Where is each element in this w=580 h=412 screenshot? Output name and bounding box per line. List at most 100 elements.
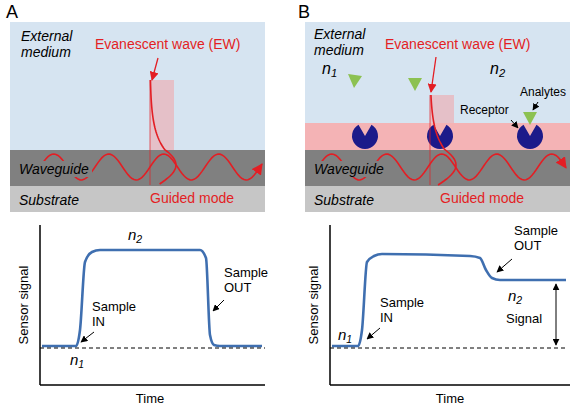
y-axis xyxy=(39,225,41,385)
index-symbol: n xyxy=(508,287,516,304)
evanescent-shading xyxy=(150,80,174,150)
layer-band-fill xyxy=(305,150,570,186)
index-subscript: 1 xyxy=(331,67,337,79)
layer-band-fill xyxy=(10,150,265,186)
index-subscript: 2 xyxy=(499,67,505,79)
refractive-index: n1 xyxy=(322,60,337,78)
leader-arrow xyxy=(497,259,512,272)
refractive-index: n2 xyxy=(128,226,142,243)
layer-name: Substrate xyxy=(311,192,377,208)
layer-name: External medium xyxy=(18,28,98,60)
text-label: B xyxy=(298,2,310,23)
index-subscript: 2 xyxy=(516,294,522,306)
label-holder: Evanescent wave (EW) xyxy=(95,36,241,52)
text-label: Guided mode xyxy=(150,190,234,206)
leader-arrow xyxy=(511,120,518,128)
index-subscript: 1 xyxy=(78,358,84,370)
label-holder: Guided mode xyxy=(440,190,524,206)
x-axis xyxy=(330,384,570,386)
y-axis xyxy=(329,225,331,385)
layer-band-fill xyxy=(10,22,265,150)
text-label: Evanescent wave (EW) xyxy=(95,36,241,52)
leader-arrow xyxy=(367,328,380,339)
text-label: Sensor signal xyxy=(307,266,322,345)
analyte-symbol xyxy=(348,74,362,88)
analyte-symbol xyxy=(408,78,422,91)
label-holder: n1 xyxy=(338,326,352,343)
sensor-signal-curve xyxy=(42,250,262,346)
label-holder: Sample OUT xyxy=(224,266,274,296)
layer-bands xyxy=(10,22,570,212)
text-label: Signal xyxy=(506,312,542,327)
text-label: Time xyxy=(436,392,464,407)
index-symbol: n xyxy=(70,351,78,368)
leader-arrow xyxy=(81,332,94,342)
leader-arrow xyxy=(431,57,436,92)
label-holder: Time xyxy=(436,392,464,407)
layer-name: Waveguide xyxy=(311,161,387,177)
text-label: Sample OUT xyxy=(224,266,274,296)
index-symbol: n xyxy=(322,60,331,77)
leader-arrow xyxy=(152,58,158,80)
receptor-symbol xyxy=(517,125,543,149)
index-subscript: 1 xyxy=(346,333,352,345)
layer-name: Substrate xyxy=(16,192,82,208)
sensor-signal-curve xyxy=(332,254,566,346)
layer-name: Waveguide xyxy=(16,161,92,177)
label-holder: Sensor signal xyxy=(17,266,32,345)
layer-band: Waveguide xyxy=(305,150,570,186)
text-label: Guided mode xyxy=(440,190,524,206)
text-label: Sample IN xyxy=(92,300,142,330)
label-holder: Sample OUT xyxy=(514,224,569,254)
label-holder: A xyxy=(6,2,18,23)
label-holder: n1 xyxy=(70,351,84,368)
label-holder: Sensor signal xyxy=(307,266,322,345)
index-symbol: n xyxy=(338,326,346,343)
signal-double-arrow xyxy=(556,284,557,345)
label-holder: Receptor xyxy=(460,104,509,118)
label-holder: Sample IN xyxy=(380,296,430,326)
label-holder: Sample IN xyxy=(92,300,142,330)
text-label: Analytes xyxy=(520,86,566,100)
text-label: Sample IN xyxy=(380,296,430,326)
text-label: Sample OUT xyxy=(514,224,569,254)
label-holder: Analytes xyxy=(520,86,566,100)
refractive-index: n1 xyxy=(70,351,84,368)
refractive-index: n1 xyxy=(338,326,352,343)
layer-name: External medium xyxy=(311,26,391,58)
receptor-symbol xyxy=(352,125,378,149)
receptor-symbol xyxy=(427,125,453,149)
label-holder: Signal xyxy=(506,312,542,327)
layer-band: Substrate xyxy=(305,186,570,212)
label-holder: n2 xyxy=(128,226,142,243)
analyte-symbol xyxy=(523,112,537,125)
label-holder: B xyxy=(298,2,310,23)
text-label: Sensor signal xyxy=(17,266,32,345)
layer-band-fill xyxy=(10,186,265,212)
refractive-index: n2 xyxy=(508,287,522,304)
label-holder: n1 xyxy=(322,60,337,78)
index-subscript: 2 xyxy=(136,233,142,245)
text-label: Time xyxy=(136,392,164,407)
curves xyxy=(40,80,566,346)
label-holder: n2 xyxy=(490,60,505,78)
leader-arrow xyxy=(213,300,224,311)
text-label: A xyxy=(6,2,18,23)
index-symbol: n xyxy=(128,226,136,243)
label-holder: Time xyxy=(136,392,164,407)
x-axis xyxy=(40,384,265,386)
label-holder: Evanescent wave (EW) xyxy=(385,36,531,52)
index-symbol: n xyxy=(490,60,499,77)
label-holder: Guided mode xyxy=(150,190,234,206)
text-label: Receptor xyxy=(460,104,509,118)
leader-arrow xyxy=(533,102,538,110)
evanescent-axis xyxy=(430,95,431,185)
layer-band-fill xyxy=(305,186,570,212)
refractive-index: n2 xyxy=(490,60,505,78)
evanescent-wave-profile xyxy=(150,80,175,184)
baseline-dashed xyxy=(40,348,265,349)
layer-band-fill xyxy=(305,22,570,150)
baseline-dashed xyxy=(330,348,568,349)
layer-band: Waveguide xyxy=(10,150,265,186)
